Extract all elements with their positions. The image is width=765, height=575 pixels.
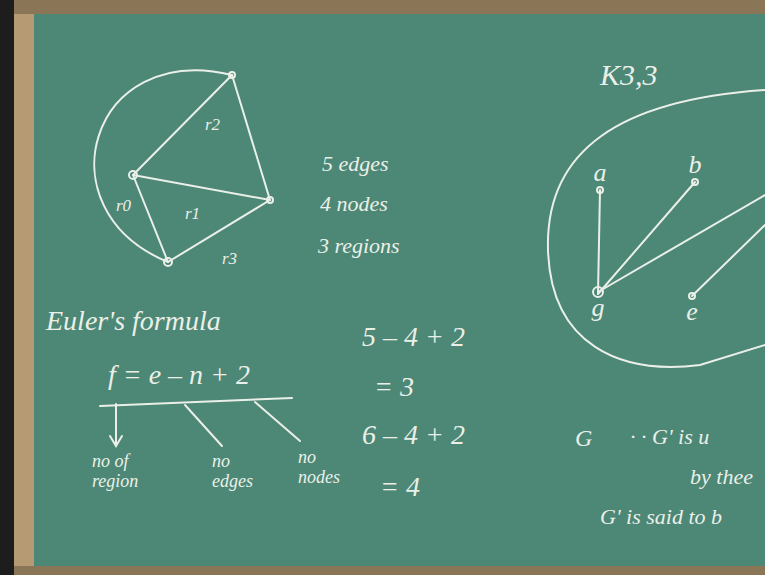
wood-frame (14, 0, 34, 575)
formula-note: no edges (212, 452, 270, 492)
note-text: · · G' is u (630, 425, 709, 449)
vertex-node: a (592, 159, 609, 190)
graph-edge (598, 182, 695, 294)
graph-edge (168, 200, 270, 262)
formula-leaders (100, 398, 300, 446)
graph-fact: 4 nodes (320, 192, 388, 216)
leader-line (255, 402, 300, 441)
graph-edge (548, 90, 765, 367)
region-label: r2 (205, 116, 220, 135)
graph-edge (598, 190, 600, 294)
vertex-label: e (684, 298, 700, 327)
note-text: G (575, 425, 592, 451)
region-label: r3 (222, 250, 237, 269)
graph-edge (94, 70, 232, 262)
dark-margin (0, 0, 14, 575)
k33-graph (548, 90, 765, 367)
graph-vertex (267, 197, 273, 203)
calculation: 6 – 4 + 2 (362, 420, 465, 451)
planar-graph (94, 70, 273, 266)
graph-edge (133, 175, 270, 200)
arrow-head (110, 436, 122, 446)
vertex-node: e (684, 298, 700, 329)
graph-edge (598, 195, 765, 292)
vertex-node: b (687, 151, 704, 182)
wood-frame (14, 0, 765, 14)
formula-note: no of region (92, 452, 154, 492)
graph-edge (133, 175, 168, 262)
graph-edge (232, 75, 270, 200)
graph-edge (133, 75, 232, 175)
graph-fact: 3 regions (318, 234, 400, 258)
graph-fact: 5 edges (322, 152, 389, 176)
leader-line (115, 404, 117, 444)
calculation: = 4 (380, 472, 420, 503)
region-label: r0 (116, 197, 131, 216)
formula-note: no nodes (298, 448, 356, 488)
note-text: G' is said to b (600, 505, 722, 529)
graph-vertex (229, 72, 235, 78)
vertex-label: a (592, 159, 609, 188)
graph-vertex (129, 171, 137, 179)
leader-line (185, 405, 222, 446)
formula-title: Euler's formula (46, 306, 221, 337)
calculation: = 3 (374, 372, 414, 403)
graph-vertex (164, 258, 172, 266)
underline (100, 398, 292, 406)
graph-title: K3,3 (600, 58, 658, 91)
note-text: by thee (690, 465, 753, 489)
graph-edge (692, 225, 765, 296)
region-label: r1 (185, 205, 200, 224)
wood-frame (14, 566, 765, 575)
vertex-label: b (687, 151, 704, 180)
vertex-node: g (590, 294, 607, 325)
formula: f = e – n + 2 (108, 360, 250, 391)
vertex-label: g (590, 294, 607, 323)
calculation: 5 – 4 + 2 (362, 322, 465, 353)
